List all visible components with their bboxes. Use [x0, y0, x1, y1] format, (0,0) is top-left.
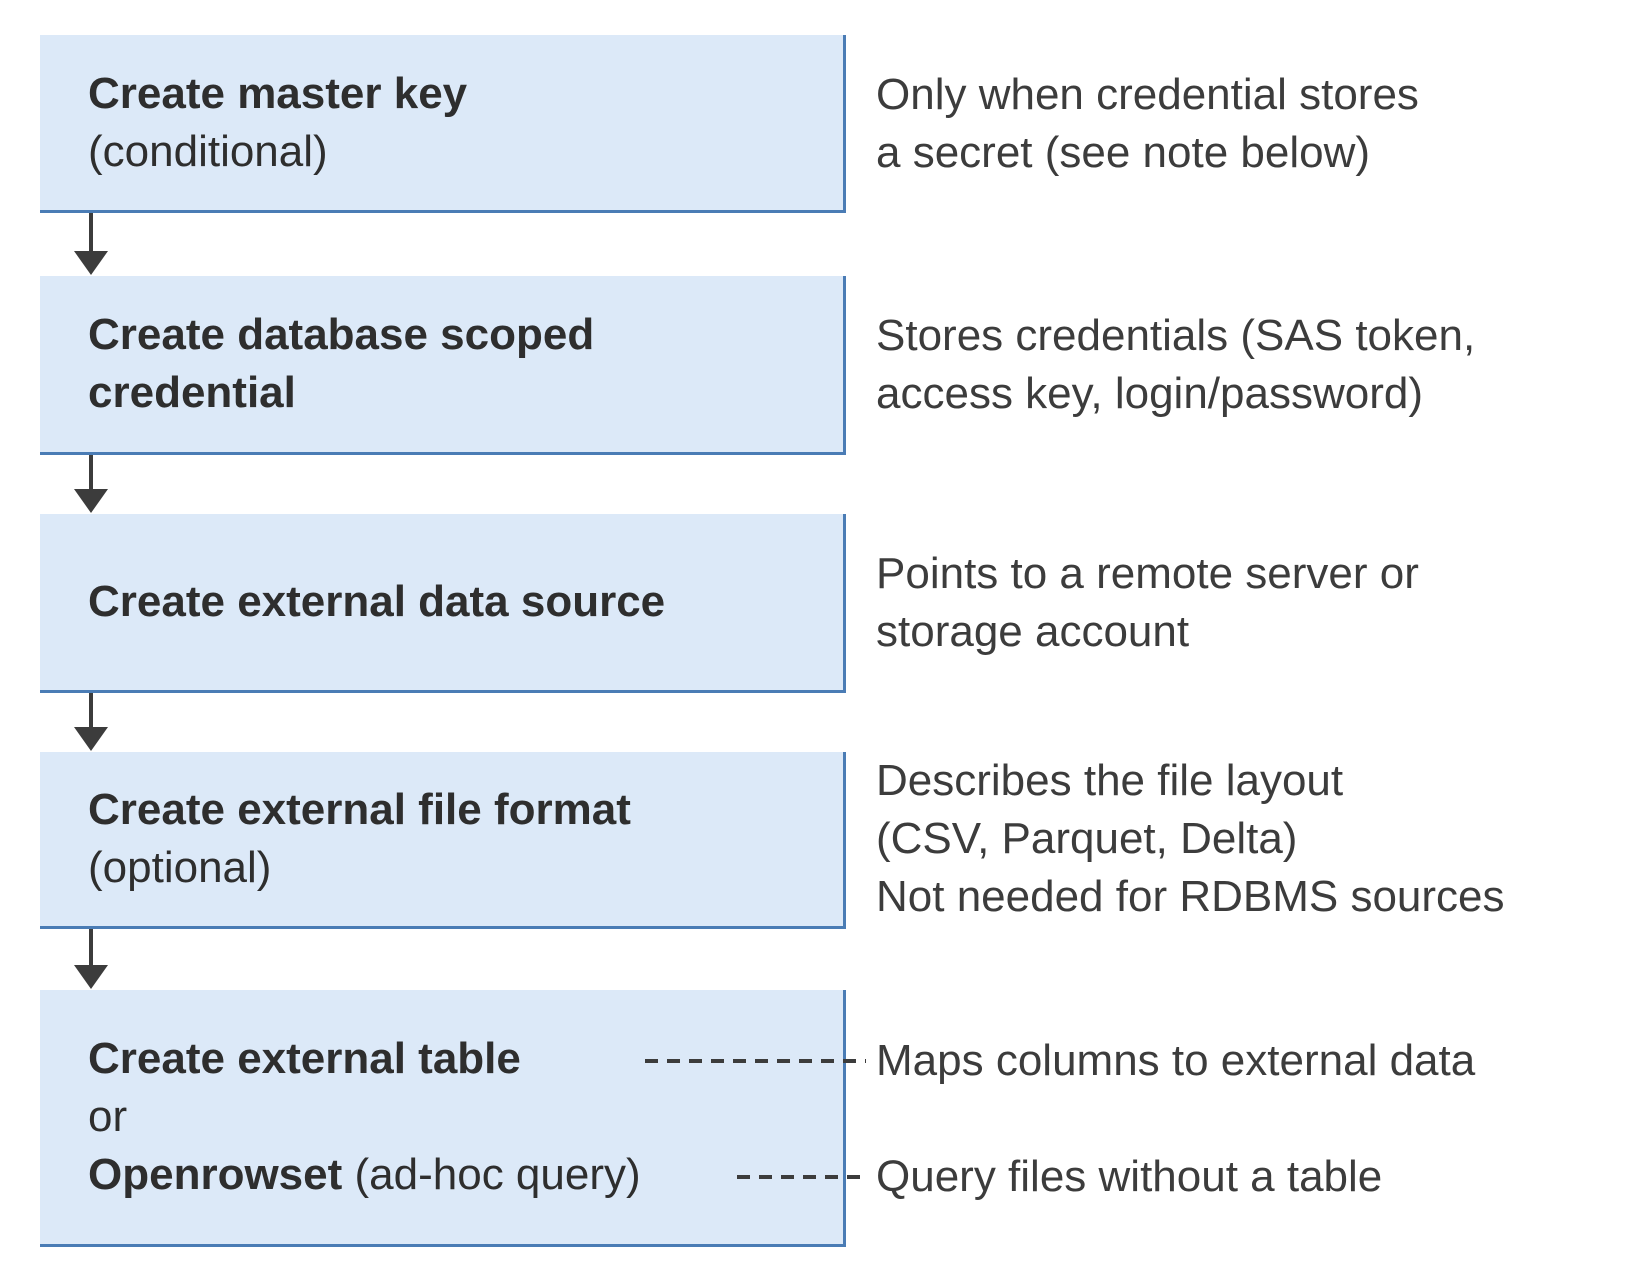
down-arrow-icon [73, 455, 109, 513]
arrow-stem [89, 455, 93, 489]
box-subtitle: (optional) [88, 839, 843, 897]
box-title-text: Create database scoped [88, 310, 595, 359]
arrow-head [74, 727, 108, 751]
box-title: Create external file format [88, 781, 843, 839]
box-title-text: Create external table [88, 1034, 521, 1083]
box-or-label: or [88, 1092, 128, 1141]
down-arrow-icon [73, 213, 109, 275]
box-title-text: Openrowset [88, 1150, 343, 1199]
box-title-text: credential [88, 368, 296, 417]
note-line: Stores credentials (SAS token, [876, 311, 1476, 360]
box-title: credential [88, 364, 843, 422]
arrow-stem [89, 929, 93, 965]
down-arrow-icon [73, 929, 109, 989]
box-or-text: or [88, 1088, 843, 1146]
dashed-connector-icon [645, 1059, 866, 1063]
note-line: access key, login/password) [876, 369, 1423, 418]
note-line: Not needed for RDBMS sources [876, 872, 1505, 921]
dashed-connector-icon [737, 1175, 866, 1179]
note-line: Query files without a table [876, 1152, 1383, 1201]
box-title: Create master key [88, 65, 843, 123]
arrow-head [74, 251, 108, 275]
box-title: Create external data source [88, 573, 843, 631]
note-line: Maps columns to external data [876, 1036, 1476, 1085]
box-subtitle-text: (optional) [88, 843, 272, 892]
box-title: Create database scoped [88, 306, 843, 364]
box-title-text: Create master key [88, 68, 468, 118]
note-external-table: Maps columns to external data [876, 1032, 1616, 1090]
note-line: a secret (see note below) [876, 128, 1371, 177]
box-title: Openrowset (ad-hoc query) [88, 1146, 843, 1204]
note-line: storage account [876, 607, 1190, 656]
down-arrow-icon [73, 693, 109, 751]
note-file-format: Describes the file layout (CSV, Parquet,… [876, 752, 1616, 926]
note-line: Only when credential stores [876, 70, 1419, 119]
box-subtitle-text: (conditional) [88, 126, 328, 176]
note-data-source: Points to a remote server or storage acc… [876, 545, 1616, 661]
note-line: Describes the file layout [876, 756, 1344, 805]
note-master-key: Only when credential stores a secret (se… [876, 66, 1616, 182]
flow-box-create-database-scoped-credential: Create database scoped credential [40, 276, 846, 455]
arrow-head [74, 489, 108, 513]
note-line: (CSV, Parquet, Delta) [876, 814, 1298, 863]
box-title-text: Create external data source [88, 577, 666, 626]
box-subtitle: (conditional) [88, 123, 843, 181]
arrow-stem [89, 693, 93, 727]
note-openrowset: Query files without a table [876, 1148, 1616, 1206]
flow-box-create-master-key: Create master key (conditional) [40, 35, 846, 213]
flow-box-create-external-table-or-openrowset: Create external table or Openrowset (ad-… [40, 990, 846, 1247]
note-credential: Stores credentials (SAS token, access ke… [876, 307, 1616, 423]
box-title-text: Create external file format [88, 785, 631, 834]
flow-box-create-external-file-format: Create external file format (optional) [40, 752, 846, 929]
arrow-stem [89, 213, 93, 251]
note-line: Points to a remote server or [876, 549, 1419, 598]
flow-box-create-external-data-source: Create external data source [40, 514, 846, 693]
arrow-head [74, 965, 108, 989]
box-subtitle-text: (ad-hoc query) [342, 1150, 641, 1199]
box-title: Create external table [88, 1030, 843, 1088]
